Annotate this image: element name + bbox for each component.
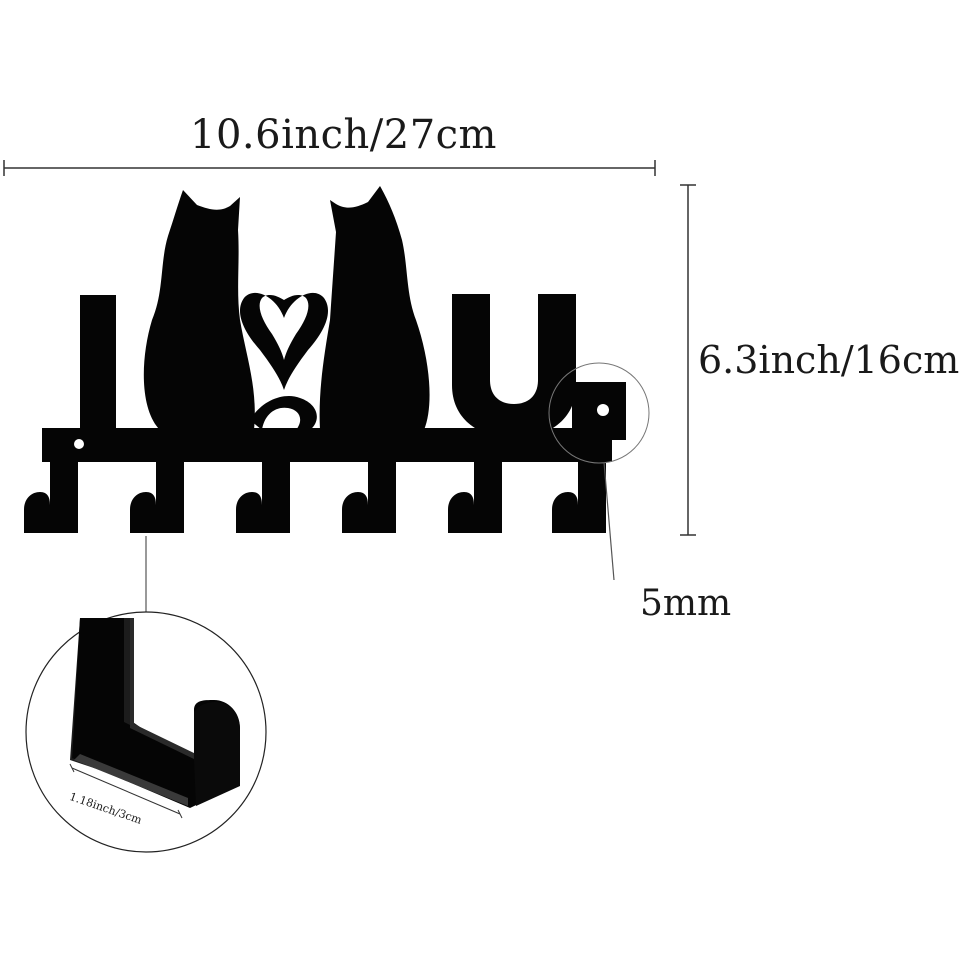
width-dimension-label: 10.6inch/27cm [190,112,497,158]
hook-detail-illustration [70,618,240,808]
thickness-callout-circle [548,362,650,464]
height-dimension-label: 6.3inch/16cm [698,338,960,382]
right-cat-silhouette [319,186,430,430]
hooks [24,462,606,533]
mounting-hole-right [597,404,609,416]
tail-loops [250,396,317,430]
hook-5 [448,462,502,533]
hook-detail-edge-highlight [74,754,188,806]
hook-6 [552,462,606,533]
hook-detail-tip [194,702,240,806]
main-bar [42,428,612,462]
width-dimension-line [3,160,656,176]
letter-u [452,294,576,438]
key-rack [24,186,626,533]
hook-1 [24,462,78,533]
hook-2 [130,462,184,533]
height-dimension-line [680,184,696,536]
hook-depth-dimension-line [69,763,183,819]
hook-3 [236,462,290,533]
thickness-dimension-label: 5mm [640,583,732,624]
letter-l [80,295,116,440]
left-cat-silhouette [143,190,255,430]
mounting-hole-left [74,439,84,449]
hook-4 [342,462,396,533]
thickness-leader-line [603,461,615,581]
heart-tails [239,292,329,390]
